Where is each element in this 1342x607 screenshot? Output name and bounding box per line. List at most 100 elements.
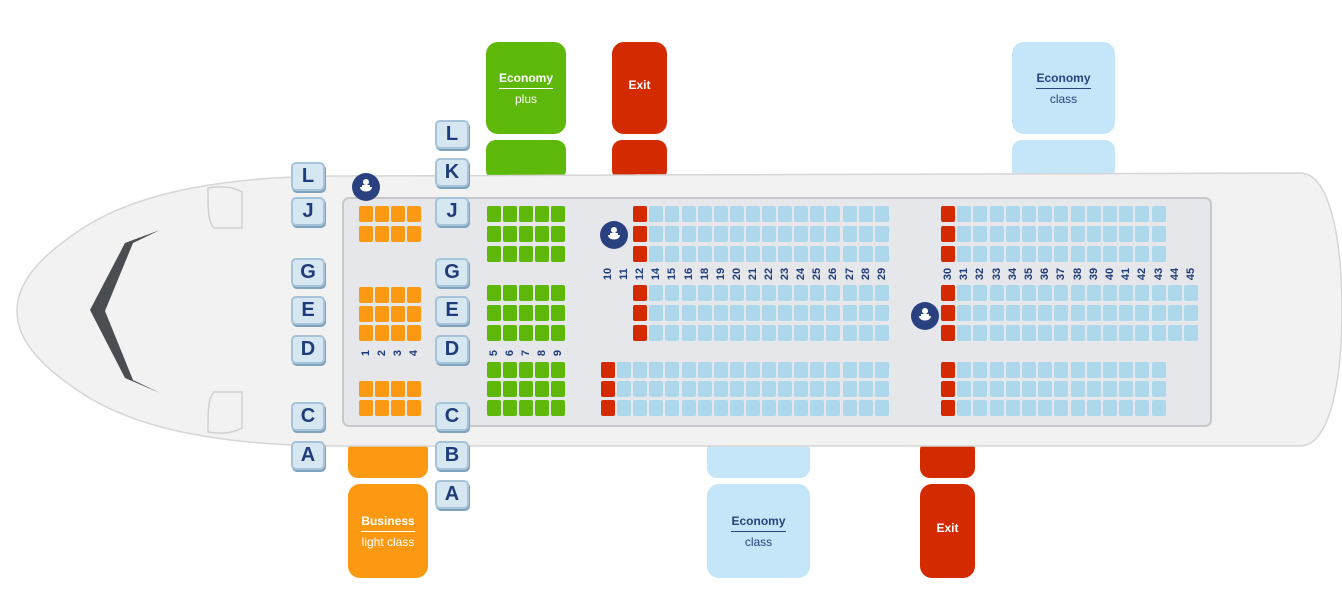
seat-economy[interactable] xyxy=(810,362,825,378)
seat-economy[interactable] xyxy=(842,226,857,242)
seat-economy[interactable] xyxy=(1103,285,1117,301)
seat-economy[interactable] xyxy=(617,381,632,397)
seat-economy[interactable] xyxy=(1135,226,1150,242)
seat-economy[interactable] xyxy=(1022,206,1036,222)
seat-economy-plus[interactable] xyxy=(487,362,501,378)
seat-economy[interactable] xyxy=(1086,362,1101,378)
seat-economy[interactable] xyxy=(697,325,712,341)
seat-economy-plus[interactable] xyxy=(535,226,549,242)
seat-business[interactable] xyxy=(359,325,373,341)
seat-economy[interactable] xyxy=(1054,400,1069,416)
seat-economy[interactable] xyxy=(713,206,728,222)
seat-economy[interactable] xyxy=(745,246,760,262)
seat-exit-row[interactable] xyxy=(941,226,955,242)
seat-exit-row[interactable] xyxy=(633,226,648,242)
seat-economy[interactable] xyxy=(1022,362,1036,378)
seat-economy[interactable] xyxy=(697,226,712,242)
seat-economy[interactable] xyxy=(1086,325,1101,341)
seat-economy[interactable] xyxy=(1119,325,1134,341)
seat-economy[interactable] xyxy=(874,285,889,301)
seat-economy[interactable] xyxy=(778,362,793,378)
seat-economy[interactable] xyxy=(826,400,841,416)
seat-economy[interactable] xyxy=(1135,400,1150,416)
seat-economy[interactable] xyxy=(617,362,632,378)
seat-economy[interactable] xyxy=(826,362,841,378)
seat-business[interactable] xyxy=(375,206,389,222)
seat-economy[interactable] xyxy=(729,325,744,341)
seat-economy-plus[interactable] xyxy=(503,305,517,321)
seat-economy[interactable] xyxy=(745,206,760,222)
seat-economy[interactable] xyxy=(1005,305,1020,321)
seat-economy[interactable] xyxy=(762,362,776,378)
seat-economy[interactable] xyxy=(649,400,664,416)
seat-economy[interactable] xyxy=(1119,285,1134,301)
seat-economy[interactable] xyxy=(729,246,744,262)
seat-business[interactable] xyxy=(359,400,373,416)
seat-exit-row[interactable] xyxy=(941,362,955,378)
seat-economy[interactable] xyxy=(1184,305,1198,321)
seat-economy[interactable] xyxy=(762,285,776,301)
seat-economy-plus[interactable] xyxy=(503,206,517,222)
seat-economy[interactable] xyxy=(1038,305,1053,321)
seat-economy-plus[interactable] xyxy=(551,226,565,242)
seat-economy[interactable] xyxy=(810,325,825,341)
seat-business[interactable] xyxy=(359,381,373,397)
seat-economy[interactable] xyxy=(858,381,873,397)
seat-economy-plus[interactable] xyxy=(535,206,549,222)
seat-economy-plus[interactable] xyxy=(503,246,517,262)
seat-economy-plus[interactable] xyxy=(551,285,565,301)
seat-business[interactable] xyxy=(359,306,373,322)
seat-exit-row[interactable] xyxy=(941,285,955,301)
seat-economy[interactable] xyxy=(1054,362,1069,378)
seat-business[interactable] xyxy=(359,206,373,222)
seat-economy[interactable] xyxy=(665,285,680,301)
seat-economy[interactable] xyxy=(858,400,873,416)
seat-economy-plus[interactable] xyxy=(503,381,517,397)
seat-economy[interactable] xyxy=(1022,381,1036,397)
seat-economy[interactable] xyxy=(1103,206,1117,222)
seat-economy[interactable] xyxy=(681,285,696,301)
seat-business[interactable] xyxy=(391,287,405,303)
seat-economy[interactable] xyxy=(762,325,776,341)
seat-economy[interactable] xyxy=(826,285,841,301)
seat-economy-plus[interactable] xyxy=(551,305,565,321)
seat-economy[interactable] xyxy=(989,362,1004,378)
seat-economy[interactable] xyxy=(989,325,1004,341)
seat-economy[interactable] xyxy=(1086,226,1101,242)
seat-economy[interactable] xyxy=(778,226,793,242)
seat-business[interactable] xyxy=(375,306,389,322)
seat-economy[interactable] xyxy=(874,305,889,321)
seat-economy-plus[interactable] xyxy=(535,325,549,341)
seat-economy[interactable] xyxy=(1070,325,1085,341)
seat-economy[interactable] xyxy=(1005,381,1020,397)
seat-economy[interactable] xyxy=(745,226,760,242)
seat-economy[interactable] xyxy=(794,226,809,242)
seat-economy[interactable] xyxy=(713,400,728,416)
seat-economy[interactable] xyxy=(1070,246,1085,262)
seat-economy-plus[interactable] xyxy=(487,400,501,416)
seat-economy[interactable] xyxy=(729,362,744,378)
seat-economy-plus[interactable] xyxy=(487,206,501,222)
seat-economy[interactable] xyxy=(1070,400,1085,416)
seat-economy[interactable] xyxy=(697,246,712,262)
seat-economy[interactable] xyxy=(729,206,744,222)
seat-exit-row[interactable] xyxy=(633,305,648,321)
seat-economy[interactable] xyxy=(665,206,680,222)
seat-economy[interactable] xyxy=(1070,285,1085,301)
seat-economy[interactable] xyxy=(989,246,1004,262)
seat-economy[interactable] xyxy=(1022,226,1036,242)
seat-economy[interactable] xyxy=(1038,400,1053,416)
seat-economy[interactable] xyxy=(794,400,809,416)
seat-economy[interactable] xyxy=(957,285,972,301)
seat-economy[interactable] xyxy=(697,362,712,378)
seat-economy-plus[interactable] xyxy=(503,285,517,301)
seat-economy[interactable] xyxy=(1086,305,1101,321)
seat-economy[interactable] xyxy=(1054,305,1069,321)
seat-exit-row[interactable] xyxy=(941,246,955,262)
seat-economy[interactable] xyxy=(810,381,825,397)
seat-economy[interactable] xyxy=(1135,325,1150,341)
seat-economy-plus[interactable] xyxy=(551,325,565,341)
seat-economy[interactable] xyxy=(957,206,972,222)
seat-economy[interactable] xyxy=(697,381,712,397)
seat-economy[interactable] xyxy=(826,206,841,222)
